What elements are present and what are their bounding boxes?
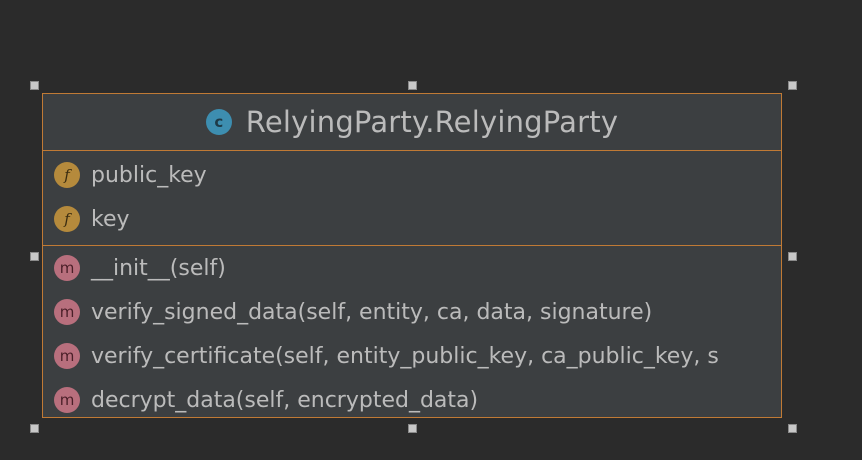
method-signature: __init__(self) (91, 255, 226, 281)
resize-handle-bottom-right[interactable] (788, 424, 797, 433)
method-signature: verify_signed_data(self, entity, ca, dat… (91, 299, 653, 325)
field-row[interactable]: f key (43, 197, 781, 241)
method-icon: m (54, 343, 80, 369)
field-name: public_key (91, 162, 207, 188)
field-row[interactable]: f public_key (43, 153, 781, 197)
field-icon: f (54, 206, 80, 232)
method-icon: m (54, 255, 80, 281)
resize-handle-bottom-center[interactable] (408, 424, 417, 433)
method-signature: decrypt_data(self, encrypted_data) (91, 387, 479, 413)
method-row[interactable]: m __init__(self) (43, 246, 781, 290)
class-icon: c (205, 109, 232, 135)
resize-handle-top-left[interactable] (30, 81, 39, 90)
resize-handle-top-center[interactable] (408, 81, 417, 90)
resize-handle-middle-right[interactable] (788, 252, 797, 261)
field-name: key (91, 206, 130, 232)
method-signature: verify_certificate(self, entity_public_k… (91, 343, 719, 369)
fields-section: f public_key f key (43, 151, 781, 246)
methods-section: m __init__(self) m verify_signed_data(se… (43, 246, 781, 417)
method-row[interactable]: m decrypt_data(self, encrypted_data) (43, 378, 781, 417)
resize-handle-bottom-left[interactable] (30, 424, 39, 433)
method-icon: m (54, 299, 80, 325)
method-row[interactable]: m verify_signed_data(self, entity, ca, d… (43, 290, 781, 334)
resize-handle-top-right[interactable] (788, 81, 797, 90)
method-icon: m (54, 387, 80, 413)
field-icon: f (54, 162, 80, 188)
resize-handle-middle-left[interactable] (30, 252, 39, 261)
class-node[interactable]: c RelyingParty.RelyingParty f public_key… (42, 93, 782, 418)
class-title: RelyingParty.RelyingParty (245, 105, 619, 139)
class-header: c RelyingParty.RelyingParty (43, 94, 781, 151)
method-row[interactable]: m verify_certificate(self, entity_public… (43, 334, 781, 378)
